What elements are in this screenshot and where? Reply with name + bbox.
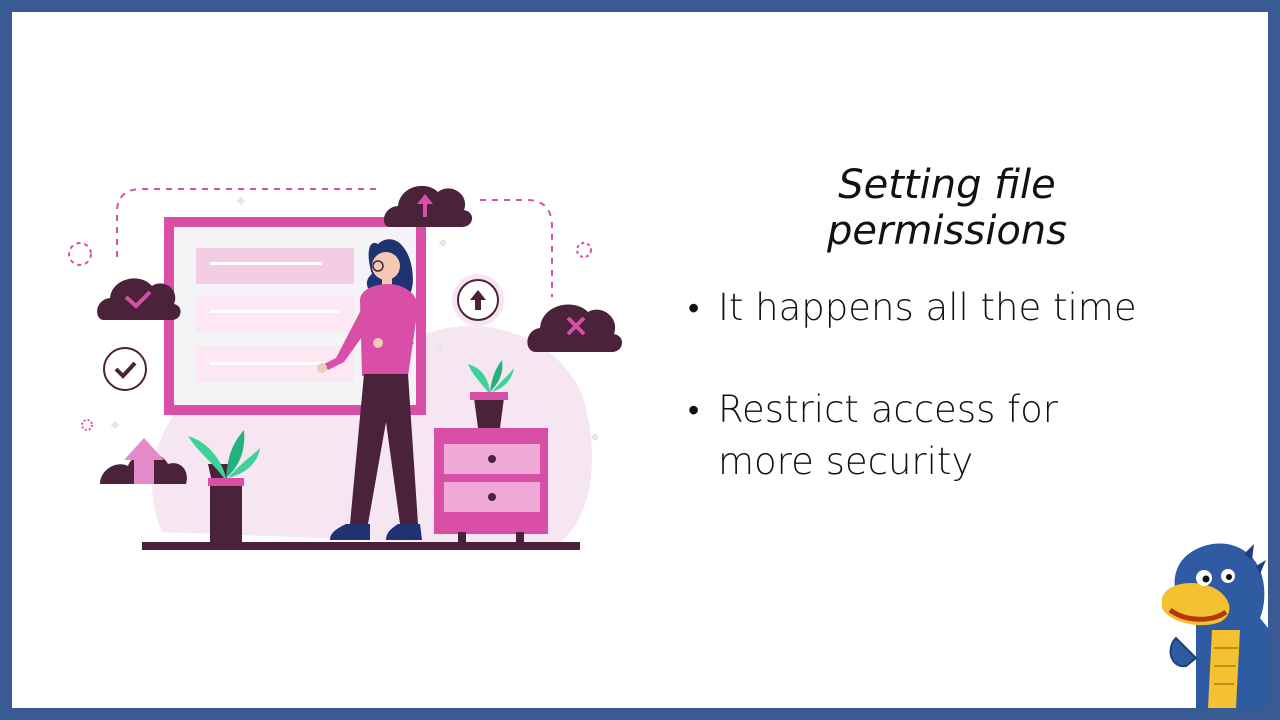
mascot-logo [1162, 543, 1268, 708]
bullet-item: • Restrict access for more security [688, 384, 1158, 488]
bullet-text: It happens all the time [718, 286, 1137, 329]
bullet-item: • It happens all the time [688, 282, 1158, 334]
bullet-list: • It happens all the time • Restrict acc… [688, 282, 1158, 538]
bullet-text: Restrict access for more security [718, 388, 1059, 483]
slide-title: Setting file permissions [827, 162, 1067, 254]
presentation-illustration [68, 185, 623, 550]
slide: Setting file permissions • It happens al… [12, 12, 1268, 708]
bullet-dot-icon: • [688, 391, 700, 429]
bullet-dot-icon: • [688, 289, 700, 327]
